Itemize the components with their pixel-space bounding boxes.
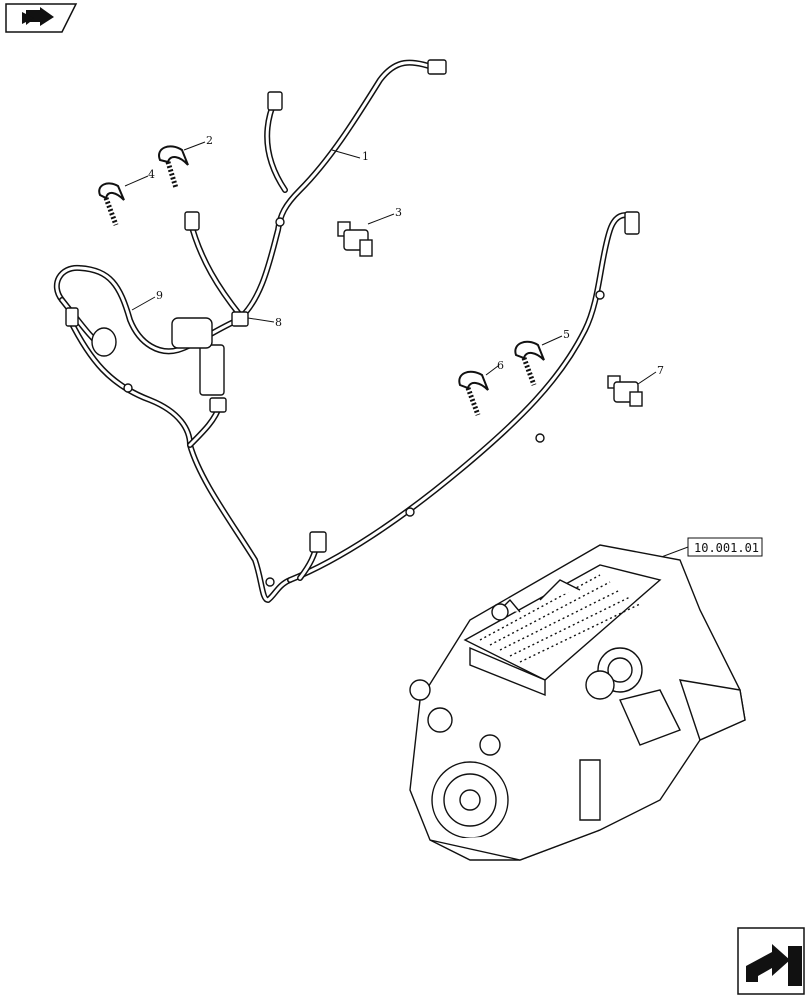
wiring-harness (53, 59, 640, 603)
callout-3: 3 (395, 206, 402, 219)
callout-6: 6 (497, 359, 504, 372)
callout-4: 4 (148, 168, 155, 181)
clip-5 (514, 340, 545, 386)
callout-1: 1 (362, 150, 369, 163)
callout-2: 2 (206, 134, 213, 147)
previous-page-icon[interactable] (5, 3, 78, 33)
sensor-3 (337, 221, 373, 257)
callout-5: 5 (563, 328, 570, 341)
engine-reference-label: 10.001.01 (694, 541, 759, 555)
engine-illustration (409, 544, 746, 861)
callout-7: 7 (657, 364, 664, 377)
sensor-7 (607, 375, 643, 407)
callout-8: 8 (275, 316, 282, 329)
clip-6 (458, 370, 489, 416)
callout-9: 9 (156, 289, 163, 302)
clip-2 (158, 145, 189, 189)
clip-4 (98, 182, 125, 226)
next-page-icon[interactable] (737, 927, 805, 995)
engine-reference-box[interactable]: 10.001.01 (687, 537, 763, 557)
